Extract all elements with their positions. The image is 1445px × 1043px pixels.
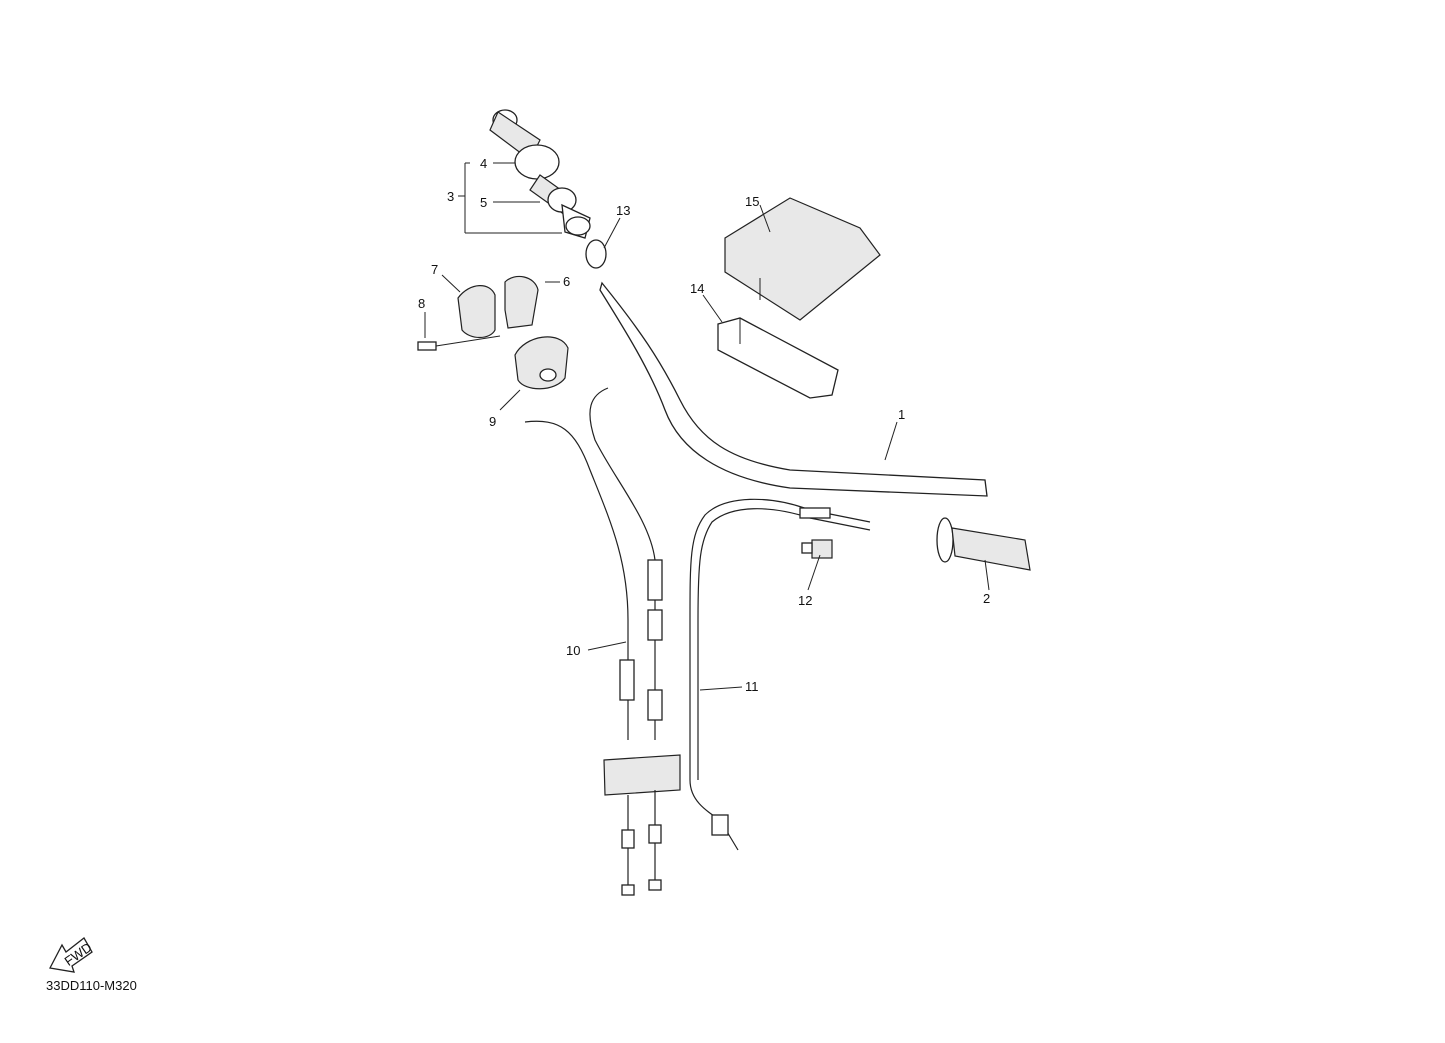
callout-3: 3 — [447, 189, 454, 204]
callout-6: 6 — [563, 274, 570, 289]
throttle-cables — [524, 387, 681, 896]
leader-lines — [424, 162, 990, 691]
clutch-cable — [689, 498, 871, 851]
callout-5: 5 — [480, 195, 487, 210]
grip-right — [936, 517, 1031, 571]
cover — [724, 197, 881, 321]
callout-1: 1 — [898, 407, 905, 422]
callout-12: 12 — [798, 593, 812, 608]
callout-10: 10 — [566, 643, 580, 658]
callout-8: 8 — [418, 296, 425, 311]
callout-9: 9 — [489, 414, 496, 429]
fwd-arrow-icon: FWD — [49, 937, 95, 973]
drawing-code: 33DD110-M320 — [46, 978, 137, 993]
callout-4: 4 — [480, 156, 487, 171]
switch-halves — [457, 275, 539, 339]
grip-assembly-left — [489, 109, 591, 239]
callout-13: 13 — [616, 203, 630, 218]
callout-labels: 1 2 3 4 5 6 7 8 9 10 11 12 13 14 15 — [418, 156, 990, 694]
callout-15: 15 — [745, 194, 759, 209]
handlebar — [599, 281, 988, 497]
callout-11: 11 — [745, 679, 759, 694]
callout-2: 2 — [983, 591, 990, 606]
callout-7: 7 — [431, 262, 438, 277]
callout-14: 14 — [690, 281, 704, 296]
fwd-label: FWD — [62, 940, 95, 969]
handlebar-pad — [717, 317, 839, 399]
throttle-housing — [514, 336, 569, 390]
screw — [417, 335, 501, 351]
cable-adjuster — [801, 539, 833, 559]
collar — [585, 239, 607, 269]
